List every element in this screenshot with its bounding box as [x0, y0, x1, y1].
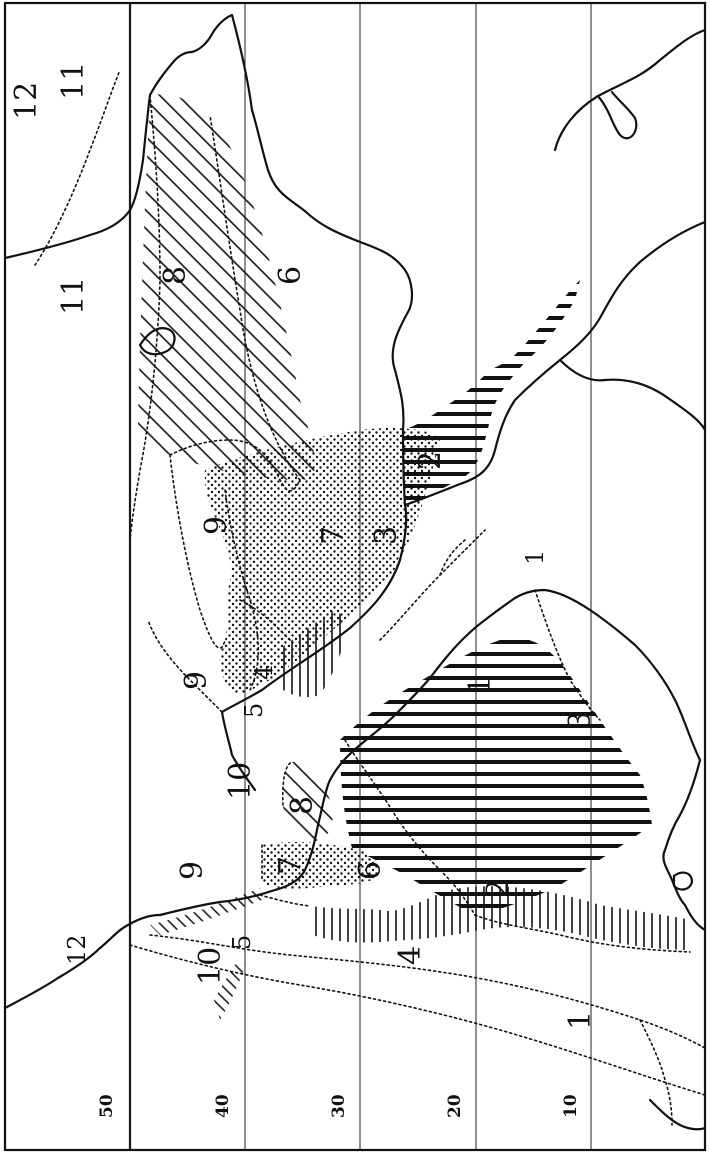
zone-label-2-upper: 2 — [413, 451, 448, 470]
zone-label-9-middle: 9 — [179, 671, 214, 690]
upper-peninsula-coast — [220, 710, 257, 792]
boundary-3-lower — [534, 589, 601, 721]
boundary-8-11-upper — [129, 94, 161, 541]
zone-label-4-upper: 4 — [250, 665, 278, 680]
zone-label-5-upper: 5 — [240, 703, 268, 718]
latitude-tick-40: 40 — [213, 1094, 233, 1118]
lower-coast — [3, 913, 162, 1010]
upper-inlet-coast — [138, 327, 176, 356]
latitude-tick-30: 30 — [329, 1094, 349, 1118]
zone-4-lower-fill — [310, 886, 690, 950]
boundary-4-5-lower — [259, 894, 311, 907]
lower-island-coast — [672, 871, 694, 891]
zone-8-lower-fill — [282, 761, 333, 842]
upper-coast-river — [558, 358, 707, 432]
zone-number-labels: 12 11 11 8 6 9 9 7 4 5 3 2 10 1 3 2 6 8 … — [9, 62, 598, 1030]
boundary-8-9-lower — [281, 761, 293, 806]
lower-coast-main — [158, 588, 702, 917]
zone-2-lower-fill — [340, 638, 652, 915]
zone-7-upper-fill — [204, 428, 440, 695]
map-frame — [3, 1, 707, 1152]
boundary-8-6 — [209, 114, 301, 481]
zone-label-9-lower: 9 — [175, 861, 210, 880]
zone-label-1-lower: 1 — [563, 1011, 598, 1030]
zone-label-7-lower: 7 — [273, 856, 308, 875]
zone-label-1-upper: 1 — [463, 676, 498, 695]
zone-label-4-lower: 4 — [393, 946, 428, 965]
zone-label-12-upper: 12 — [9, 82, 44, 120]
boundary-5-upper — [147, 619, 223, 713]
zone-label-10-upper: 10 — [223, 762, 258, 800]
zone-label-2-lower: 2 — [481, 879, 516, 898]
upper-coast-bay-inlet — [596, 90, 638, 140]
zone-label-6-upper: 6 — [273, 266, 308, 285]
latitude-tick-50: 50 — [97, 1094, 117, 1118]
zone-label-11-upper: 11 — [56, 62, 91, 100]
zone-label-8-upper: 8 — [158, 266, 193, 285]
boundary-1-2-lower — [474, 914, 691, 953]
zone-label-6-lower: 6 — [353, 861, 388, 880]
zone-7-lower-fill — [262, 842, 379, 889]
latitude-tick-20: 20 — [445, 1094, 465, 1118]
zone-label-7-upper: 7 — [316, 526, 351, 545]
zone-label-8-lower: 8 — [285, 796, 320, 815]
coastlines — [3, 13, 707, 1131]
upper-coast — [3, 13, 414, 714]
boundary-offshore-outer — [129, 944, 706, 1096]
zone-label-1-upper-small: 1 — [521, 550, 549, 565]
zone-fills — [138, 94, 690, 1020]
boundary-9-middle — [169, 454, 226, 649]
zone-10-upper-fill — [214, 960, 246, 1020]
boundary-11-12 — [34, 69, 121, 266]
boundary-9-inner — [224, 489, 260, 691]
zone-boundaries — [34, 69, 706, 1126]
latitude-tick-labels: 50 40 30 20 10 — [97, 1094, 581, 1118]
boundary-coast-offshore — [149, 934, 706, 1049]
zone-2-upper-fill — [403, 280, 580, 505]
zone-label-5-lower: 5 — [228, 935, 256, 950]
zone-8-upper-fill — [138, 94, 316, 480]
latitude-tick-10: 10 — [561, 1094, 581, 1118]
boundary-7-upper — [239, 599, 291, 641]
zone-label-11-left: 11 — [56, 277, 91, 315]
zone-label-10-lower: 10 — [193, 947, 228, 985]
lower-coast-south — [662, 758, 707, 932]
upper-coast-north-bay — [553, 28, 707, 152]
zone-label-3-upper: 3 — [369, 526, 404, 545]
lower-coast-tip — [648, 1098, 707, 1131]
boundary-2-6-lower — [344, 739, 476, 916]
zone-4-upper-fill — [278, 611, 346, 698]
boundary-1-upper — [439, 539, 466, 576]
zone-label-3-lower: 3 — [563, 711, 598, 730]
upper-coast-east — [403, 220, 707, 507]
boundary-1-lower-south — [639, 1019, 673, 1126]
zone-label-12-lower: 12 — [63, 934, 91, 965]
boundary-9-upper — [169, 439, 301, 492]
zone-label-9-upper: 9 — [199, 516, 234, 535]
